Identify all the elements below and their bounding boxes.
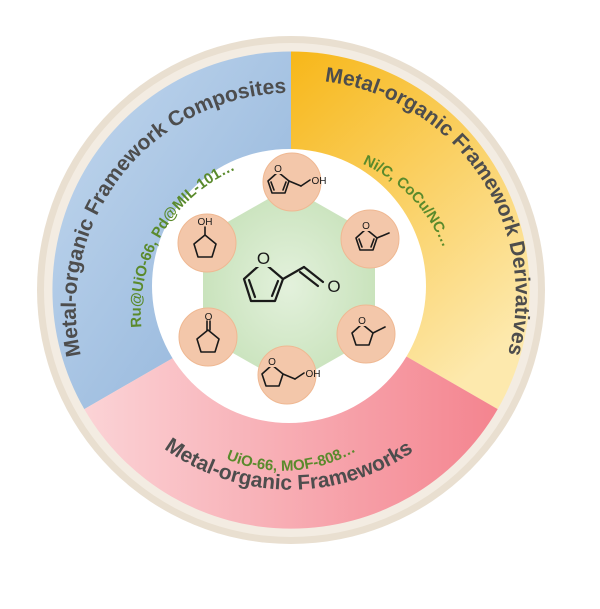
methyltetrahydrofuran-structure: O <box>351 316 386 346</box>
furfuryl-alcohol-structure: O OH <box>267 164 327 194</box>
methylfuran-structure: O <box>355 221 390 251</box>
svg-text:O: O <box>268 357 276 368</box>
tetrahydrofurfuryl-alcohol-structure: O OH <box>261 357 321 387</box>
furfural-ring-oxygen: O <box>257 249 270 268</box>
svg-text:O: O <box>274 164 282 175</box>
svg-text:OH: OH <box>198 217 213 228</box>
svg-text:OH: OH <box>312 176 327 187</box>
bubble-methyltetrahydrofuran <box>336 304 396 364</box>
cyclopentanone-structure: O <box>196 312 220 353</box>
furfural-molecule: O O <box>242 249 341 303</box>
bubble-cyclopentanol <box>177 213 237 273</box>
bubble-methylfuran <box>340 209 400 269</box>
cyclopentanol-structure: OH <box>193 217 217 258</box>
center-hexagon <box>203 187 375 385</box>
furfural-carbonyl-oxygen: O <box>327 277 340 296</box>
bubble-cyclopentanone <box>178 307 238 367</box>
svg-text:O: O <box>358 316 366 327</box>
svg-text:OH: OH <box>306 369 321 380</box>
svg-text:O: O <box>205 312 213 323</box>
svg-text:O: O <box>362 221 370 232</box>
